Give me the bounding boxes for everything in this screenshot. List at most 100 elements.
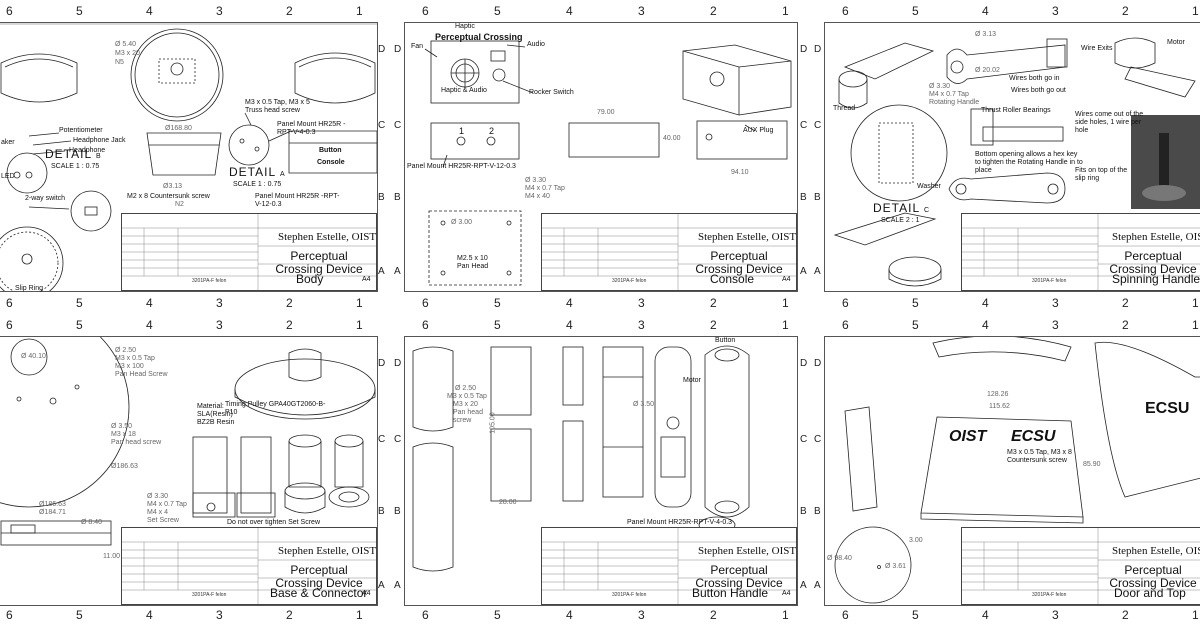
ruler-row-letter: C (800, 120, 808, 131)
ruler-zone-number: 1 (1192, 296, 1199, 310)
ruler-row-letter: C (378, 120, 386, 131)
ruler-row-letter: C (800, 434, 808, 445)
ruler-row-letter: B (394, 192, 401, 203)
ruler-zone-number: 1 (1192, 608, 1199, 622)
label-wires-side-holes: Wires come out of the side holes, 1 wire… (1075, 111, 1144, 134)
tb-material: 3201PA-F felon (1032, 592, 1067, 598)
dim-pan-head: Pan head screw (111, 439, 162, 446)
dim-85-90: 85.90 (1083, 461, 1101, 468)
ruler-zone-number: 4 (146, 318, 153, 332)
tb-part-name: Spinning Handle (1112, 272, 1200, 286)
dim-dia-20-02: Ø 20.02 (975, 67, 1000, 74)
label-material: Material: SLA(Resin) BZ2B Resin (197, 403, 235, 426)
ruler-zone-number: 6 (6, 4, 13, 18)
label-thrust-bearings: Thrust Roller Bearings (981, 107, 1051, 114)
dim-m3-tap: M3 x 0.5 Tap (115, 355, 155, 362)
dim-dia-3-30: Ø 3.30 (929, 83, 951, 90)
dim-115-62: 115.62 (989, 403, 1010, 410)
label-headphone: Headphone (69, 147, 106, 154)
ruler-row-letter: C (814, 120, 822, 131)
dim-n5: N5 (115, 59, 124, 66)
dim-dia-3-00: Ø 3.00 (451, 219, 473, 226)
dim-dia-186-63-a: Ø186.63 (111, 463, 138, 470)
dim-dia-2-50: Ø 2.50 (455, 385, 477, 392)
ruler-zone-number: 2 (286, 296, 293, 310)
dim-128-26: 128.26 (987, 391, 1009, 398)
dim-79: 79.00 (597, 109, 615, 116)
ruler-zone-number: 5 (76, 608, 83, 622)
dim-dia-2-50: Ø 2.50 (115, 347, 137, 354)
label-console: Console (317, 159, 345, 166)
ruler-row-letter: B (378, 192, 385, 203)
tb-part-name: Base & Connector (270, 586, 368, 600)
label-fan: Fan (411, 43, 424, 50)
dim-dia-3-61: Ø 3.61 (885, 563, 907, 570)
label-2way-switch: 2-way switch (25, 195, 66, 202)
ruler-zone-number: 1 (782, 4, 789, 18)
ruler-zone-number: 6 (6, 608, 13, 622)
title-block: Stephen Estelle, OIST PerceptualCrossing… (961, 527, 1200, 605)
ruler-zone-number: 3 (1052, 608, 1059, 622)
title-block-grid (122, 528, 376, 604)
dim-dia-3-50: Ø 3.50 (633, 401, 655, 408)
ruler-row-letter: C (394, 434, 402, 445)
ruler-zone-number: 5 (912, 296, 919, 310)
door-drawing (834, 337, 1200, 604)
ruler-zone-number: 2 (286, 318, 293, 332)
ruler-row-letter: D (800, 358, 808, 369)
ruler-zone-number: 6 (422, 296, 429, 310)
ruler-zone-number: 5 (912, 608, 919, 622)
label-port-1: 1 (459, 126, 465, 136)
ruler-row-letter: D (800, 44, 808, 55)
ruler-zone-number: 2 (1122, 4, 1129, 18)
ruler-row-letter: D (814, 44, 822, 55)
ruler-zone-number: 2 (710, 608, 717, 622)
dim-m4-tap: M4 x 0.7 Tap (929, 91, 969, 98)
label-slip-ring: Slip Ring (15, 285, 44, 292)
label-wires-go-out: Wires both go out (1011, 87, 1066, 94)
ruler-zone-number: 5 (494, 318, 501, 332)
dim-pan-head-screw: Pan head screw (453, 409, 483, 424)
ruler-zone-number: 6 (422, 318, 429, 332)
ruler-zone-number: 5 (494, 4, 501, 18)
logo-ecsu: ECSU (1011, 428, 1056, 445)
label-panel-mount-12: Panel Mount HR25R-RPT-V-12-0.3 (407, 163, 516, 170)
dim-dia-98-40: Ø 98.40 (827, 555, 852, 562)
tb-author: Stephen Estelle, OIST (698, 231, 797, 243)
ruler-row-letter: C (814, 434, 822, 445)
label-bottom-opening: Bottom opening allows a hex key to tight… (975, 151, 1083, 174)
tb-author: Stephen Estelle, OIST (698, 545, 797, 557)
ruler-zone-number: 1 (782, 296, 789, 310)
dim-m3x18: M3 x 18 (111, 431, 136, 438)
ruler-row-letter: A (814, 266, 821, 277)
ruler-row-letter: A (800, 580, 807, 591)
label-speaker: aker (1, 139, 15, 146)
label-potentiometer: Potentiometer (59, 127, 103, 134)
dim-3-00: 3.00 (909, 537, 923, 544)
ruler-zone-number: 4 (566, 4, 573, 18)
label-aux-plug: AUX Plug (743, 127, 774, 134)
ruler-zone-number: 4 (146, 608, 153, 622)
tb-author: Stephen Estelle, OIST (278, 231, 377, 243)
label-motor: Motor (683, 377, 701, 384)
sheet-body: Potentiometer Headphone Jack Headphone a… (0, 22, 378, 292)
ruler-zone-number: 4 (146, 296, 153, 310)
tb-material: 3201PA-F felon (612, 278, 647, 284)
label-motor: Motor (1167, 39, 1185, 46)
dim-dia-168: Ø168.80 (165, 125, 192, 132)
ruler-zone-number: 6 (422, 4, 429, 18)
dim-94-10: 94.10 (731, 169, 749, 176)
label-truss-screw: M3 x 0.5 Tap, M3 x 5 Truss head screw (245, 99, 310, 114)
ruler-zone-number: 1 (356, 318, 363, 332)
ruler-zone-number: 5 (494, 296, 501, 310)
ruler-row-letter: A (814, 580, 821, 591)
ruler-zone-number: 2 (1122, 608, 1129, 622)
spinning-drawing (833, 37, 1200, 287)
tb-size: A4 (362, 276, 371, 283)
ruler-zone-number: 3 (638, 4, 645, 18)
dim-28: 28.00 (499, 499, 517, 506)
label-fits-slip-ring: Fits on top of the slip ring (1075, 167, 1128, 182)
